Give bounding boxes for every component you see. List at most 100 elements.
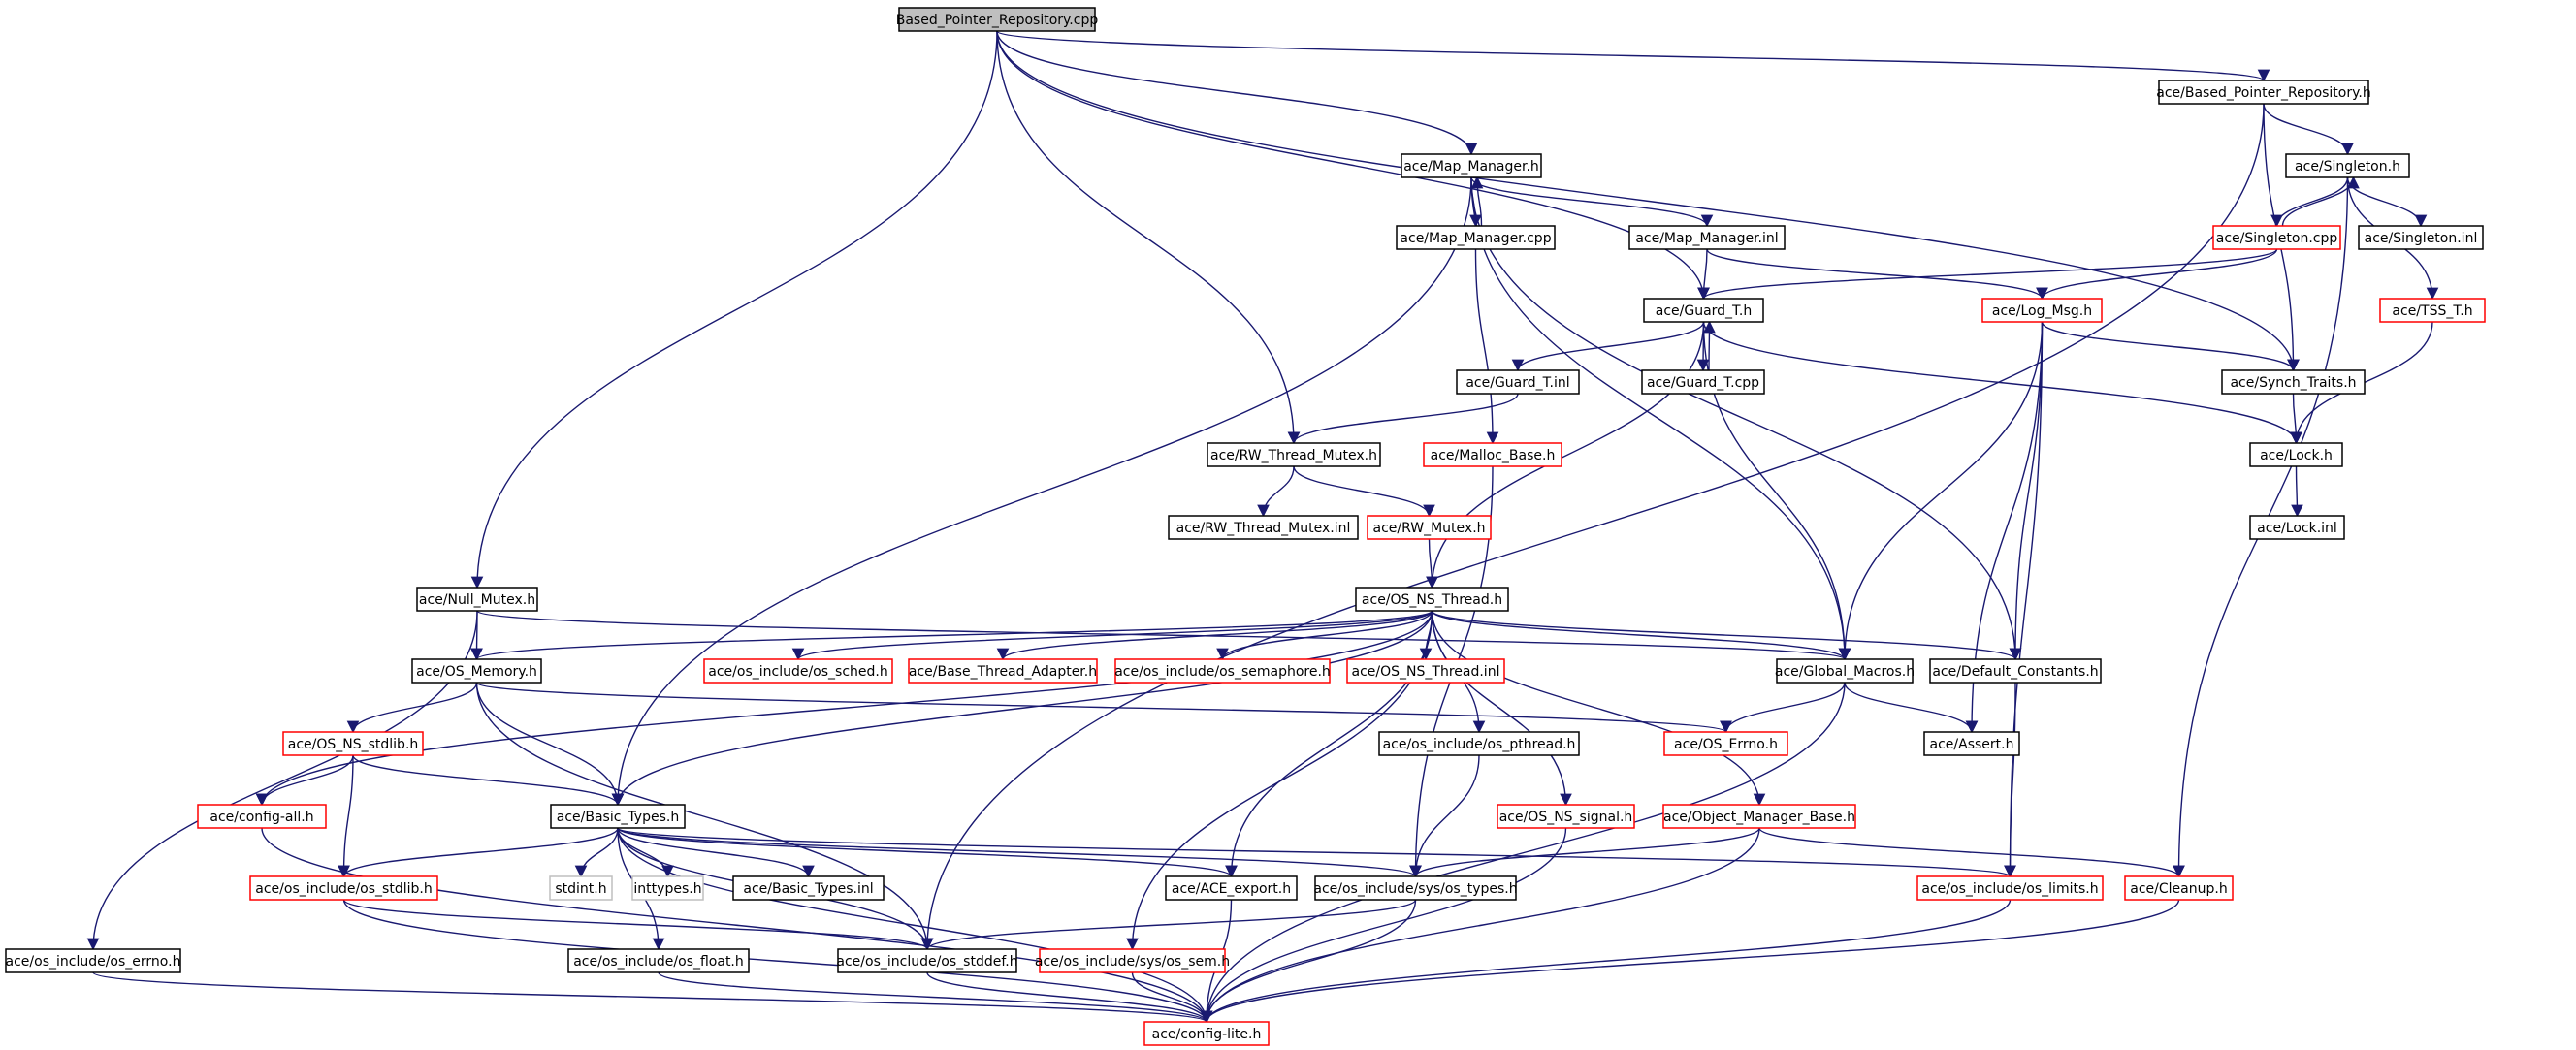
edge-rw_thread_mutex_h-to-rw_mutex_h xyxy=(1293,465,1435,518)
node-label: ace/os_include/os_stdlib.h xyxy=(255,881,432,897)
node-os_ns_stdlib_h[interactable]: ace/OS_NS_stdlib.h xyxy=(282,731,424,756)
node-label: ace/os_include/os_semaphore.h xyxy=(1114,664,1331,680)
node-cleanup_h[interactable]: ace/Cleanup.h xyxy=(2124,875,2234,901)
node-label: ace/ACE_export.h xyxy=(1172,881,1291,897)
node-singleton_h[interactable]: ace/Singleton.h xyxy=(2285,153,2410,178)
edge-os_memory_h-to-os_errno_ace_h xyxy=(475,682,1732,734)
node-label: ace/Base_Thread_Adapter.h xyxy=(909,664,1097,680)
node-os_limits_h[interactable]: ace/os_include/os_limits.h xyxy=(1916,875,2104,901)
node-os_float_h[interactable]: ace/os_include/os_float.h xyxy=(567,948,750,973)
node-lock_inl[interactable]: ace/Lock.inl xyxy=(2249,515,2345,540)
node-log_msg_h[interactable]: ace/Log_Msg.h xyxy=(1981,298,2103,323)
node-os_sched_h[interactable]: ace/os_include/os_sched.h xyxy=(703,658,893,684)
node-box xyxy=(1165,875,1298,901)
edge-os_ns_stdlib_h-to-config_all_h xyxy=(255,754,354,807)
node-box xyxy=(1929,658,2102,684)
node-map_manager_cpp[interactable]: ace/Map_Manager.cpp xyxy=(1396,225,1556,250)
node-label: ace/Global_Macros.h xyxy=(1775,664,1915,680)
node-malloc_base_h[interactable]: ace/Malloc_Base.h xyxy=(1423,442,1562,467)
node-base_thread_adapter_h[interactable]: ace/Base_Thread_Adapter.h xyxy=(908,658,1098,684)
node-os_memory_h[interactable]: ace/OS_Memory.h xyxy=(411,658,542,684)
node-box xyxy=(197,804,327,829)
node-guard_t_inl[interactable]: ace/Guard_T.inl xyxy=(1456,369,1580,395)
edge-os_ns_thread_h-to-object_manager_base_h xyxy=(1431,610,1766,807)
edge-os_ns_stdlib_h-to-basic_types_h xyxy=(352,754,625,807)
node-os_semaphore_h[interactable]: ace/os_include/os_semaphore.h xyxy=(1114,658,1331,684)
node-guard_t_cpp[interactable]: ace/Guard_T.cpp xyxy=(1641,369,1765,395)
node-os_types_h[interactable]: ace/os_include/sys/os_types.h xyxy=(1313,875,1518,901)
node-os_ns_thread_h[interactable]: ace/OS_NS_Thread.h xyxy=(1355,587,1509,612)
node-map_manager_inl[interactable]: ace/Map_Manager.inl xyxy=(1628,225,1786,250)
edge-default_constants_h-to-os_limits_h xyxy=(2004,682,2016,878)
node-label: ace/Basic_Types.inl xyxy=(743,881,873,897)
node-os_sem_h[interactable]: ace/os_include/sys/os_sem.h xyxy=(1035,948,1230,973)
edge-os_ns_thread_h-to-basic_types_h xyxy=(611,610,1433,807)
node-basic_types_inl[interactable]: ace/Basic_Types.inl xyxy=(732,875,885,901)
edge-singleton_h-to-singleton_inl xyxy=(2346,176,2428,228)
edge-singleton_cpp-to-guard_t_h xyxy=(1697,248,2278,301)
node-guard_t_h[interactable]: ace/Guard_T.h xyxy=(1643,298,1764,323)
edge-os_ns_thread_h-to-default_constants_h xyxy=(1431,610,2022,661)
node-os_errno_h[interactable]: ace/os_include/os_errno.h xyxy=(5,948,181,973)
node-rw_thread_mutex_h[interactable]: ace/RW_Thread_Mutex.h xyxy=(1207,442,1381,467)
node-config_lite_h[interactable]: ace/config-lite.h xyxy=(1143,1021,1270,1046)
node-box xyxy=(1981,298,2103,323)
node-os_ns_thread_inl[interactable]: ace/OS_NS_Thread.inl xyxy=(1346,658,1505,684)
node-inttypes_h[interactable]: inttypes.h xyxy=(631,875,704,901)
node-os_ns_signal_h[interactable]: ace/OS_NS_signal.h xyxy=(1497,804,1635,829)
node-label: ace/RW_Thread_Mutex.inl xyxy=(1176,521,1351,536)
node-bpr_h[interactable]: ace/Based_Pointer_Repository.h xyxy=(2156,80,2371,105)
node-box xyxy=(1168,515,1359,540)
node-root[interactable]: Based_Pointer_Repository.cpp xyxy=(896,7,1099,32)
node-basic_types_h[interactable]: ace/Basic_Types.h xyxy=(550,804,686,829)
node-label: stdint.h xyxy=(555,881,606,897)
edge-object_manager_base_h-to-os_types_h xyxy=(1409,827,1760,878)
node-label: ace/Log_Msg.h xyxy=(1992,303,2092,319)
node-os_stddef_h[interactable]: ace/os_include/os_stddef.h xyxy=(836,948,1018,973)
node-tss_t_h[interactable]: ace/TSS_T.h xyxy=(2379,298,2486,323)
edge-singleton_cpp-to-singleton_h xyxy=(2281,175,2360,227)
node-null_mutex_h[interactable]: ace/Null_Mutex.h xyxy=(416,587,538,612)
node-os_pthread_h[interactable]: ace/os_include/os_pthread.h xyxy=(1378,731,1580,756)
edge-synch_traits_h-to-lock_h xyxy=(2290,393,2302,445)
node-label: ace/os_include/os_pthread.h xyxy=(1383,737,1576,752)
node-label: ace/Guard_T.h xyxy=(1656,303,1753,319)
node-config_all_h[interactable]: ace/config-all.h xyxy=(197,804,327,829)
node-default_constants_h[interactable]: ace/Default_Constants.h xyxy=(1929,658,2102,684)
node-box xyxy=(2212,225,2341,250)
node-rw_thread_mutex_inl[interactable]: ace/RW_Thread_Mutex.inl xyxy=(1168,515,1359,540)
node-box xyxy=(1628,225,1786,250)
node-synch_traits_h[interactable]: ace/Synch_Traits.h xyxy=(2221,369,2366,395)
node-box xyxy=(1039,948,1226,973)
edge-guard_t_h-to-lock_h xyxy=(1702,321,2302,445)
node-assert_h[interactable]: ace/Assert.h xyxy=(1923,731,2020,756)
edge-guard_t_inl-to-rw_thread_mutex_h xyxy=(1287,393,1519,445)
node-singleton_inl[interactable]: ace/Singleton.inl xyxy=(2358,225,2484,250)
edge-os_sem_h-to-config_lite_h xyxy=(1131,971,1213,1024)
node-box xyxy=(1401,153,1542,178)
node-box xyxy=(5,948,181,973)
node-map_manager_h[interactable]: ace/Map_Manager.h xyxy=(1401,153,1542,178)
node-box xyxy=(2358,225,2484,250)
edge-os_limits_h-to-config_lite_h xyxy=(1200,899,2012,1024)
node-box xyxy=(2285,153,2410,178)
edge-root-to-guard_t_h xyxy=(996,30,1710,301)
edge-os_float_h-to-config_lite_h xyxy=(658,971,1213,1024)
node-ace_export_h[interactable]: ace/ACE_export.h xyxy=(1165,875,1298,901)
node-lock_h[interactable]: ace/Lock.h xyxy=(2249,442,2343,467)
node-global_macros_h[interactable]: ace/Global_Macros.h xyxy=(1775,658,1915,684)
node-stdint_h[interactable]: stdint.h xyxy=(549,875,613,901)
node-box xyxy=(549,875,613,901)
node-box xyxy=(416,587,538,612)
node-singleton_cpp[interactable]: ace/Singleton.cpp xyxy=(2212,225,2341,250)
edge-log_msg_h-to-global_macros_h xyxy=(1838,321,2044,661)
node-rw_mutex_h[interactable]: ace/RW_Mutex.h xyxy=(1367,515,1492,540)
edge-object_manager_base_h-to-config_lite_h xyxy=(1200,827,1760,1024)
node-label: ace/Singleton.inl xyxy=(2365,231,2478,246)
node-os_include_os_stdlib_h[interactable]: ace/os_include/os_stdlib.h xyxy=(249,875,438,901)
node-os_errno_ace_h[interactable]: ace/OS_Errno.h xyxy=(1663,731,1788,756)
edge-map_manager_cpp-to-malloc_base_h xyxy=(1474,248,1499,445)
edge-os_pthread_h-to-os_types_h xyxy=(1409,754,1480,878)
node-object_manager_base_h[interactable]: ace/Object_Manager_Base.h xyxy=(1662,804,1856,829)
